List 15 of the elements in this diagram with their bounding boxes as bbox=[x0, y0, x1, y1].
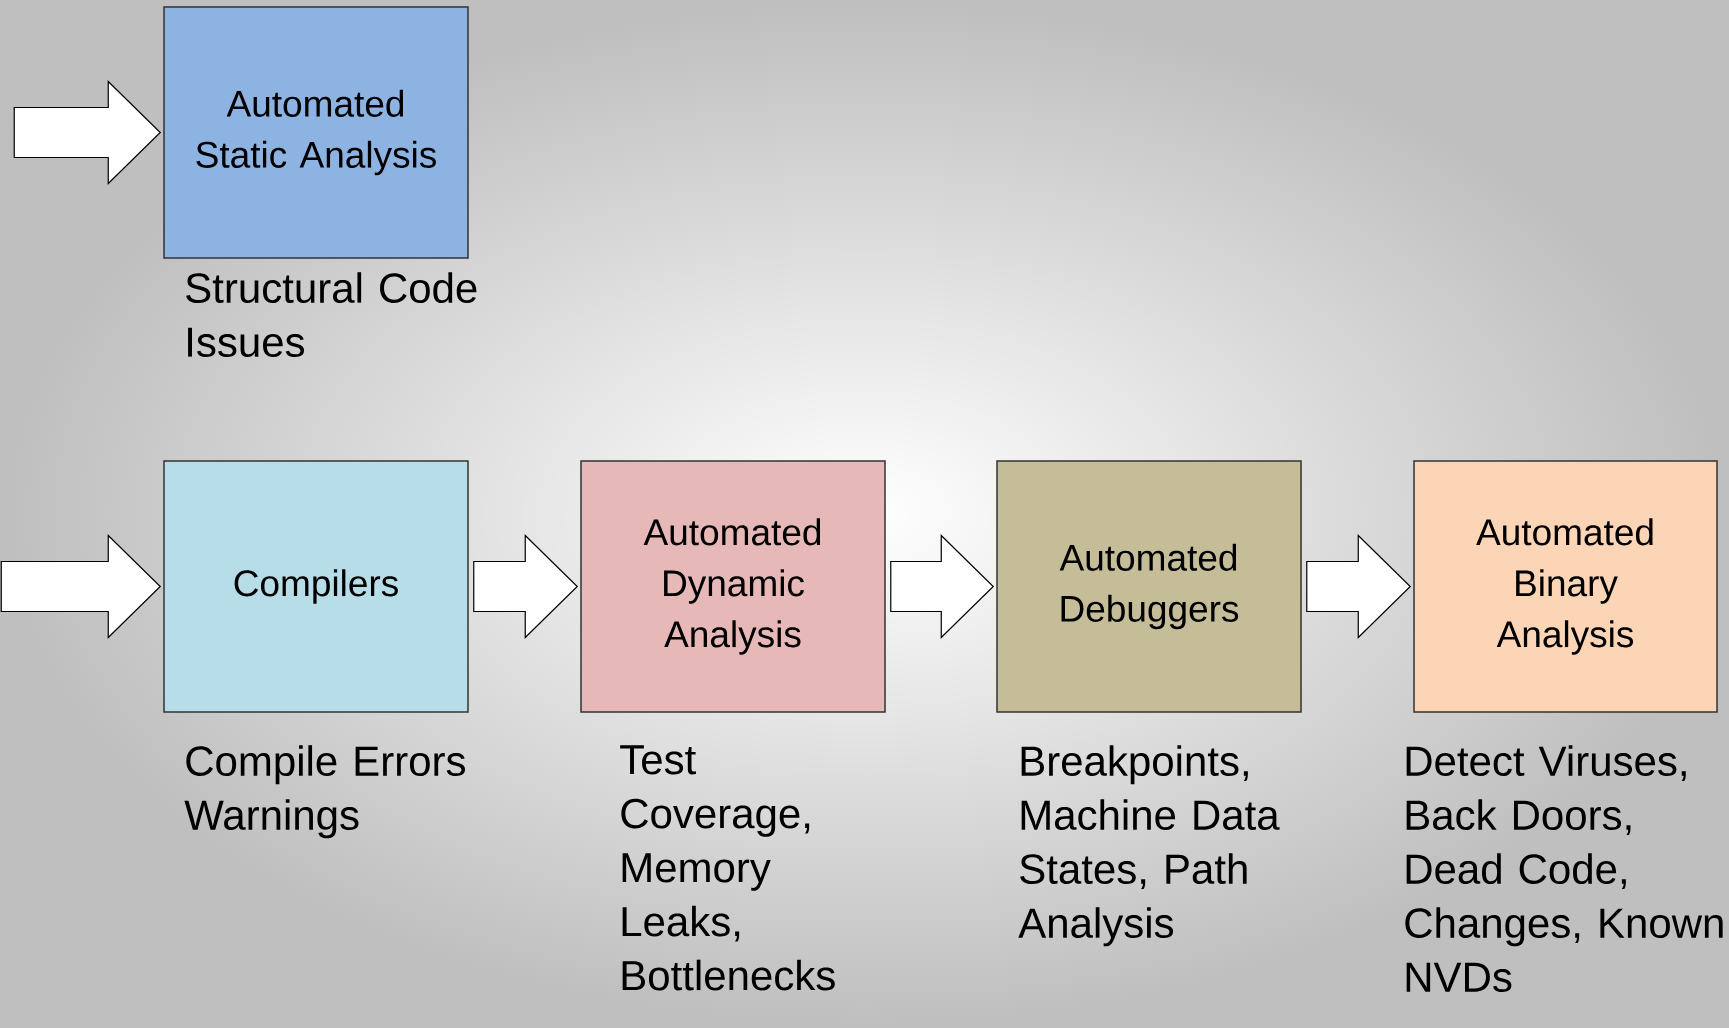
block-arrow bbox=[0, 534, 162, 639]
process-box: Automated Dynamic Analysis bbox=[580, 460, 886, 713]
block-arrow bbox=[473, 534, 579, 639]
process-box: Automated Static Analysis bbox=[163, 6, 469, 259]
caption-text: Detect Viruses, Back Doors, Dead Code, Changes, Known NVDs bbox=[1405, 745, 1723, 993]
caption-text: Compile Errors Warnings bbox=[184, 745, 465, 839]
process-box: Compilers bbox=[163, 460, 469, 713]
process-box: Automated Debuggers bbox=[996, 460, 1302, 713]
caption-text: Breakpoints, Machine Data States, Path Analysis bbox=[1018, 745, 1280, 947]
process-box: Automated Binary Analysis bbox=[1413, 460, 1718, 713]
block-arrow bbox=[13, 80, 162, 185]
caption-text: Structural Code Issues bbox=[186, 272, 477, 358]
block-arrow bbox=[890, 534, 995, 639]
block-arrow bbox=[1306, 534, 1412, 639]
caption-text: Test Coverage, Memory Leaks, Bottlenecks bbox=[620, 745, 835, 991]
